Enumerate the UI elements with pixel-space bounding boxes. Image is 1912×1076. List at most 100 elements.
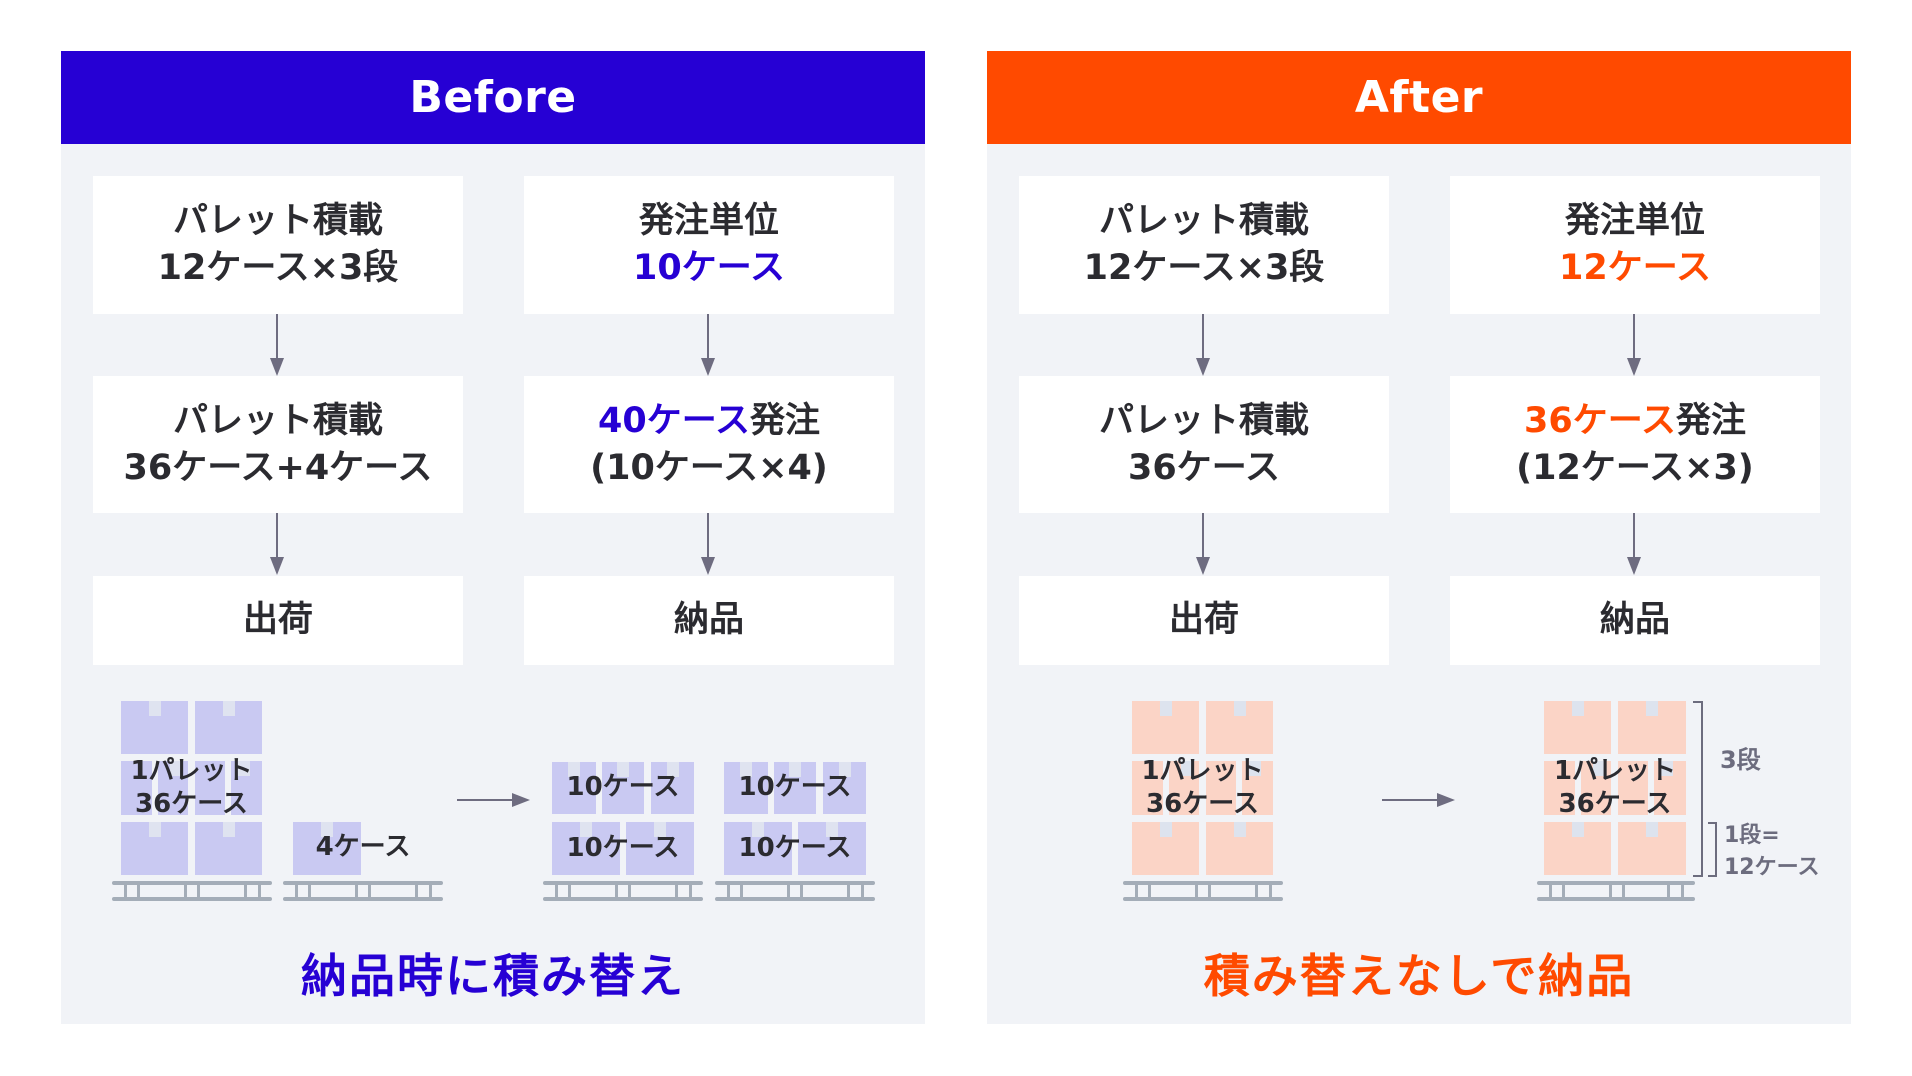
- row-note-line1: 1段=: [1724, 823, 1780, 848]
- before-header: Before: [61, 51, 925, 144]
- case-box-icon: [1206, 701, 1273, 754]
- case-box-icon: [195, 822, 262, 875]
- right-arrow-icon: [1382, 793, 1455, 807]
- down-arrow-icon: [1627, 314, 1641, 376]
- before-pallet-load-box: パレット積載 12ケース×3段: [93, 176, 463, 314]
- case-box-icon: [1618, 761, 1648, 815]
- order-unit-value: 10ケース: [633, 248, 785, 288]
- box-line: 発注単位: [638, 201, 779, 241]
- down-arrow-icon: [1196, 513, 1210, 575]
- pallet-stack-label: 1パレット 36ケース: [130, 756, 253, 819]
- case-box-icon: [293, 822, 361, 875]
- case-box-icon: [1544, 822, 1611, 875]
- order-qty-value: 40ケース: [598, 400, 750, 441]
- down-arrow-icon: [701, 513, 715, 575]
- case-box-icon: [1169, 761, 1199, 815]
- before-pallet-total-box: パレット積載 36ケース+4ケース: [93, 376, 463, 513]
- case-box-icon: [1132, 761, 1163, 815]
- order-qty-suffix: 発注: [1675, 400, 1746, 441]
- box-line: 36ケース+4ケース: [123, 447, 433, 488]
- case-box-icon: [1618, 701, 1686, 754]
- after-delivery-box: 納品: [1450, 576, 1820, 665]
- case-box-icon: [1654, 761, 1686, 815]
- before-panel: Before パレット積載 12ケース×3段 パレット積載 36ケース+4ケース…: [61, 51, 925, 1024]
- case-box-icon: [121, 701, 188, 754]
- case-box-icon: [602, 762, 644, 814]
- order-qty-suffix: 発注: [749, 400, 820, 441]
- order-qty-value: 36ケース: [1524, 400, 1676, 441]
- box-line: (12ケース×3): [1516, 447, 1754, 488]
- after-header: After: [987, 51, 1851, 144]
- before-title: Before: [409, 72, 577, 123]
- case-box-icon: [121, 761, 152, 815]
- one-tier-bracket-icon: [1708, 822, 1717, 877]
- case-box-icon: [1206, 761, 1236, 815]
- case-box-icon: [724, 762, 768, 814]
- after-tagline: 積み替えなしで納品: [1203, 949, 1635, 1003]
- pallet-stack-label: 1パレット 36ケース: [1553, 756, 1677, 819]
- after-title: After: [1354, 72, 1484, 123]
- after-pallet-load-box: パレット積載 12ケース×3段: [1019, 176, 1389, 314]
- down-arrow-icon: [1196, 314, 1210, 376]
- case-box-icon: [121, 822, 188, 875]
- three-tier-bracket-icon: [1693, 701, 1703, 877]
- box-line: 40ケース発注: [598, 398, 820, 445]
- pallet-icon: [112, 881, 272, 901]
- case-box-icon: [1618, 822, 1686, 875]
- box-line: 出荷: [1168, 600, 1239, 640]
- after-shipping-box: 出荷: [1019, 576, 1389, 665]
- case-box-icon: [1544, 761, 1575, 815]
- box-line: 12ケース×3段: [157, 248, 399, 288]
- down-arrow-icon: [270, 314, 284, 376]
- case-box-icon: [552, 822, 620, 875]
- pallet-icon: [283, 881, 443, 901]
- after-pallet-total-box: パレット積載 36ケース: [1019, 376, 1389, 513]
- pallet-icon: [543, 881, 703, 901]
- before-order-unit-box: 発注単位 10ケース: [524, 176, 894, 314]
- box-line: 納品: [1599, 600, 1670, 640]
- delivered-cases-label: 10ケース: [738, 772, 852, 802]
- case-box-icon: [1132, 701, 1199, 754]
- delivered-cases-label: 10ケース: [566, 772, 680, 802]
- after-order-qty-box: 36ケース発注 (12ケース×3): [1450, 376, 1820, 513]
- box-line: パレット積載: [1098, 201, 1309, 241]
- after-order-unit-box: 発注単位 12ケース: [1450, 176, 1820, 314]
- box-line: 36ケース発注: [1524, 398, 1746, 445]
- box-line: 納品: [673, 600, 744, 640]
- tier-count-note: 3段: [1720, 746, 1761, 774]
- down-arrow-icon: [270, 513, 284, 575]
- before-order-qty-box: 40ケース発注 (10ケース×4): [524, 376, 894, 513]
- after-panel: After パレット積載 12ケース×3段 パレット積載 36ケース 出荷 発注…: [987, 51, 1851, 1024]
- delivered-cases-label: 10ケース: [566, 833, 680, 863]
- order-unit-value: 12ケース: [1559, 248, 1711, 288]
- right-arrow-icon: [457, 793, 530, 807]
- down-arrow-icon: [701, 314, 715, 376]
- box-line: パレット積載: [172, 201, 383, 241]
- case-box-icon: [552, 762, 596, 814]
- case-box-icon: [1132, 822, 1199, 875]
- box-line: (10ケース×4): [590, 447, 828, 488]
- pallet-icon: [1537, 881, 1695, 901]
- case-box-icon: [823, 762, 866, 814]
- box-line: 出荷: [242, 600, 313, 640]
- case-box-icon: [724, 822, 792, 875]
- case-box-icon: [158, 761, 188, 815]
- before-delivery-box: 納品: [524, 576, 894, 665]
- case-box-icon: [195, 761, 225, 815]
- case-box-icon: [774, 762, 816, 814]
- box-line: パレット積載: [172, 400, 383, 441]
- extra-cases-label: 4ケース: [315, 832, 411, 862]
- row-note-line2: 12ケース: [1724, 855, 1820, 880]
- before-tagline: 納品時に積み替え: [301, 949, 685, 1003]
- box-line: 36ケース: [1128, 447, 1280, 488]
- pallet-icon: [1123, 881, 1283, 901]
- case-box-icon: [231, 761, 262, 815]
- case-box-icon: [195, 701, 262, 754]
- case-box-icon: [798, 822, 866, 875]
- down-arrow-icon: [1627, 513, 1641, 575]
- box-line: 発注単位: [1564, 201, 1705, 241]
- before-shipping-box: 出荷: [93, 576, 463, 665]
- case-box-icon: [651, 762, 694, 814]
- case-box-icon: [1242, 761, 1273, 815]
- box-line: 12ケース×3段: [1083, 248, 1325, 288]
